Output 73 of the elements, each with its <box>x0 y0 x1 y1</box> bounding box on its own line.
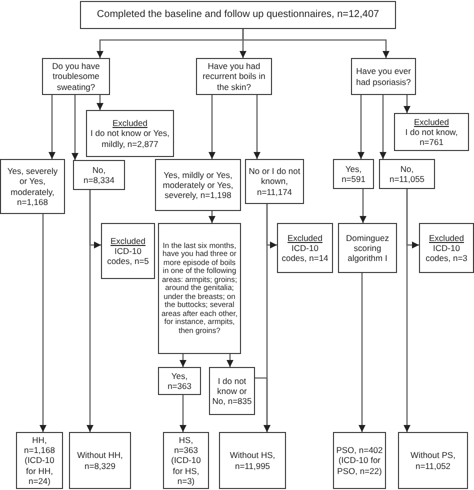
outcome-box <box>398 432 468 489</box>
process-box <box>379 159 435 189</box>
process-box <box>351 58 416 95</box>
arrow <box>380 95 386 159</box>
box-heading: Excluded <box>110 236 146 246</box>
box-text: Yes, n=591 <box>340 164 366 184</box>
exclusion-box <box>394 113 469 151</box>
box-heading: Excluded <box>429 232 464 243</box>
arrow <box>180 354 186 367</box>
arrow <box>86 190 94 432</box>
box-text: No, n=11,055 <box>388 164 426 184</box>
box-text: Without PS, n=11,052 <box>410 450 456 471</box>
arrow <box>208 95 216 159</box>
outcome-box <box>69 432 131 489</box>
exclusion-box <box>419 223 474 273</box>
box-text: ICD-10 codes, n=14 <box>280 242 330 264</box>
exclusion-box <box>101 223 155 279</box>
outcome-box <box>219 432 286 489</box>
box-text: No or I do not known, n=11,174 <box>248 166 301 197</box>
box-text: ICD-10 codes, n=5 <box>106 246 150 266</box>
box-heading: Excluded <box>414 116 449 127</box>
arrow <box>96 95 104 110</box>
box-text: HS, n=363 (ICD-10 for HS, n=3) <box>170 435 202 486</box>
box-text: I do not know, n=761 <box>404 126 459 148</box>
process-box <box>196 58 272 95</box>
box-text: No, n=8,334 <box>82 164 116 186</box>
arrow <box>358 273 366 432</box>
arrow <box>40 214 46 432</box>
process-box <box>158 367 201 395</box>
box-text: Dominguez scoring algorithm I <box>345 232 390 264</box>
box-text: Have you had recurrent boils in the skin? <box>202 61 266 92</box>
process-box <box>73 160 125 190</box>
process-box <box>80 1 396 29</box>
arrow <box>72 95 78 160</box>
arrow <box>358 95 364 159</box>
process-box <box>158 223 241 354</box>
box-text: I do not know or Yes, mildly, n=2,877 <box>90 128 170 149</box>
box-text: Without HS, n=11,995 <box>228 450 276 471</box>
arrow <box>255 377 270 432</box>
exclusion-box <box>86 110 174 157</box>
box-text: Do you have troublesome sweating? <box>51 61 101 92</box>
process-box <box>338 223 397 273</box>
arrow <box>48 95 56 159</box>
box-text: Without HH, n=8,329 <box>76 450 124 471</box>
outcome-box <box>163 432 209 489</box>
box-text: Completed the baseline and follow up questionnaires, n=12,407 <box>96 9 380 21</box>
box-text: Yes, severely or Yes, moderately, n=1,168 <box>6 166 59 207</box>
arrow <box>242 29 390 58</box>
exclusion-box <box>277 223 333 273</box>
process-box <box>333 159 374 189</box>
box-text: I do not know or No, n=835 <box>212 376 252 406</box>
process-box <box>42 58 110 95</box>
arrow <box>254 95 260 159</box>
arrow <box>404 95 410 113</box>
arrow <box>360 189 366 223</box>
outcome-box <box>16 432 63 489</box>
arrow <box>208 211 216 223</box>
box-text: ICD-10 codes, n=3 <box>424 242 468 264</box>
box-heading: Excluded <box>112 118 148 128</box>
process-box <box>245 159 304 204</box>
process-box <box>0 159 65 214</box>
box-heading: Excluded <box>288 232 322 243</box>
arrow <box>180 395 186 432</box>
box-text: PSO, n=402 (ICD-10 for PSO, n=22) <box>336 445 383 476</box>
box-text: HH, n=1,168 (ICD-10 for HH, n=24) <box>23 435 56 486</box>
box-text: Yes, mildly or Yes, moderately or Yes, severely, n=1,198 <box>162 170 234 200</box>
arrow <box>404 189 410 432</box>
box-text: Have you ever had psoriasis? <box>355 66 412 87</box>
process-box <box>155 159 241 211</box>
process-box <box>209 367 255 415</box>
outcome-box <box>333 432 386 489</box>
box-text: Yes, n=363 <box>166 370 192 392</box>
arrow <box>226 354 234 367</box>
